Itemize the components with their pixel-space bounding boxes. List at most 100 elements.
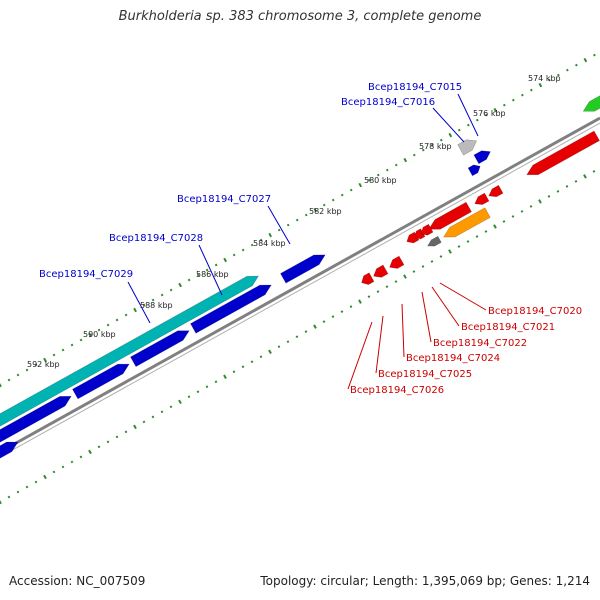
ruler-tick [557, 73, 560, 77]
ruler-tick [43, 357, 47, 363]
leader-line [401, 303, 405, 358]
backbone-line [0, 116, 600, 454]
gene-label-c7022[interactable]: Bcep18194_C7022 [433, 338, 527, 349]
ruler-tick [277, 228, 281, 232]
ruler-tick [214, 380, 218, 384]
leader-line [432, 107, 465, 143]
ruler-tick [115, 318, 119, 322]
gene-label-c7029[interactable]: Bcep18194_C7029 [39, 269, 133, 280]
ruler-label-592: 592 kbp [27, 360, 60, 369]
cds-feature [361, 272, 375, 285]
ruler-tick [475, 118, 479, 122]
ruler-tick [511, 215, 515, 218]
ruler-label-584: 584 kbp [253, 239, 286, 248]
ruler-tick [565, 185, 569, 188]
accession-text: Accession: NC_007509 [9, 574, 146, 588]
ruler-tick [160, 293, 164, 297]
ruler-tick [466, 240, 470, 243]
cds-feature [443, 207, 491, 238]
ruler-tick [196, 273, 200, 277]
ruler-tick [529, 88, 533, 92]
ruler-tick [187, 278, 191, 282]
cds-feature [526, 130, 600, 176]
ruler-tick [295, 218, 299, 222]
ruler-tick [0, 382, 2, 388]
gene-label-c7015[interactable]: Bcep18194_C7015 [368, 82, 462, 93]
ruler-label-576: 576 kbp [473, 109, 506, 118]
cds-feature [0, 395, 72, 443]
ruler-tick [430, 143, 434, 147]
ruler-tick [583, 174, 587, 179]
cds-feature [72, 363, 130, 400]
gene-label-c7027[interactable]: Bcep18194_C7027 [177, 194, 271, 205]
ruler-tick [322, 203, 326, 207]
ruler-tick [0, 499, 2, 505]
ruler-tick [124, 313, 128, 317]
ruler-tick [25, 368, 29, 372]
ruler-tick [376, 290, 380, 293]
ruler-tick [133, 307, 137, 313]
cds-feature [427, 235, 442, 247]
ruler-tick [367, 178, 371, 182]
ruler-tick [385, 168, 389, 172]
leader-line [421, 291, 432, 343]
ruler-tick [259, 355, 263, 359]
ruler-label-582: 582 kbp [309, 207, 342, 216]
ruler-tick [79, 455, 83, 459]
genome-summary-text: Topology: circular; Length: 1,395,069 bp… [260, 574, 590, 588]
genome-backbone [0, 116, 600, 458]
ruler-tick [7, 378, 11, 382]
ruler-tick [151, 298, 155, 302]
ruler-tick [430, 260, 434, 263]
ruler-tick [52, 353, 56, 357]
ruler-tick [223, 257, 227, 263]
gene-label-c7025[interactable]: Bcep18194_C7025 [378, 369, 472, 380]
ruler-tick [25, 485, 29, 489]
ruler-tick [376, 173, 380, 177]
gene-label-c7026[interactable]: Bcep18194_C7026 [350, 385, 444, 396]
ruler-tick [70, 460, 74, 464]
backbone-shadow [0, 122, 600, 458]
ruler-label-588: 588 kbp [140, 301, 173, 310]
ruler-tick [250, 243, 254, 247]
leader-line [431, 286, 460, 327]
ruler-tick [88, 449, 92, 455]
cds-feature [190, 284, 272, 334]
ruler-tick [340, 193, 344, 197]
ruler-tick [34, 363, 38, 367]
ruler-tick [394, 280, 398, 283]
gene-label-c7028[interactable]: Bcep18194_C7028 [109, 233, 203, 244]
ruler-tick [115, 435, 119, 439]
ruler-tick [475, 235, 479, 238]
gene-label-c7024[interactable]: Bcep18194_C7024 [406, 353, 500, 364]
ruler-tick [313, 324, 317, 329]
gene-label-c7020[interactable]: Bcep18194_C7020 [488, 306, 582, 317]
cds-feature [389, 255, 405, 269]
ruler-tick [412, 270, 416, 273]
ruler-tick [448, 132, 453, 138]
ruler-label-574: 574 kbp [528, 74, 561, 83]
ruler-tick [205, 385, 209, 389]
ruler-label-580: 580 kbp [364, 176, 397, 185]
leader-line [127, 281, 151, 324]
gene-label-c7016[interactable]: Bcep18194_C7016 [341, 97, 435, 108]
ruler-tick [412, 153, 416, 157]
ruler-tick [304, 213, 308, 217]
ruler-tick [304, 330, 308, 334]
ruler-tick [133, 424, 137, 430]
outer-ruler-ticks [0, 53, 596, 388]
ruler-tick [385, 285, 389, 288]
page-title: Burkholderia sp. 383 chromosome 3, compl… [118, 9, 482, 24]
ruler-tick [268, 232, 273, 238]
ruler-tick [421, 148, 425, 152]
ruler-tick [520, 210, 524, 213]
ruler-tick [124, 430, 128, 434]
gene-label-c7021[interactable]: Bcep18194_C7021 [461, 322, 555, 333]
ruler-tick [349, 188, 353, 192]
ruler-tick [575, 63, 578, 67]
ruler-tick [502, 220, 506, 223]
ruler-tick [232, 253, 236, 257]
ruler-tick [493, 107, 498, 113]
cds-feature [420, 223, 434, 236]
